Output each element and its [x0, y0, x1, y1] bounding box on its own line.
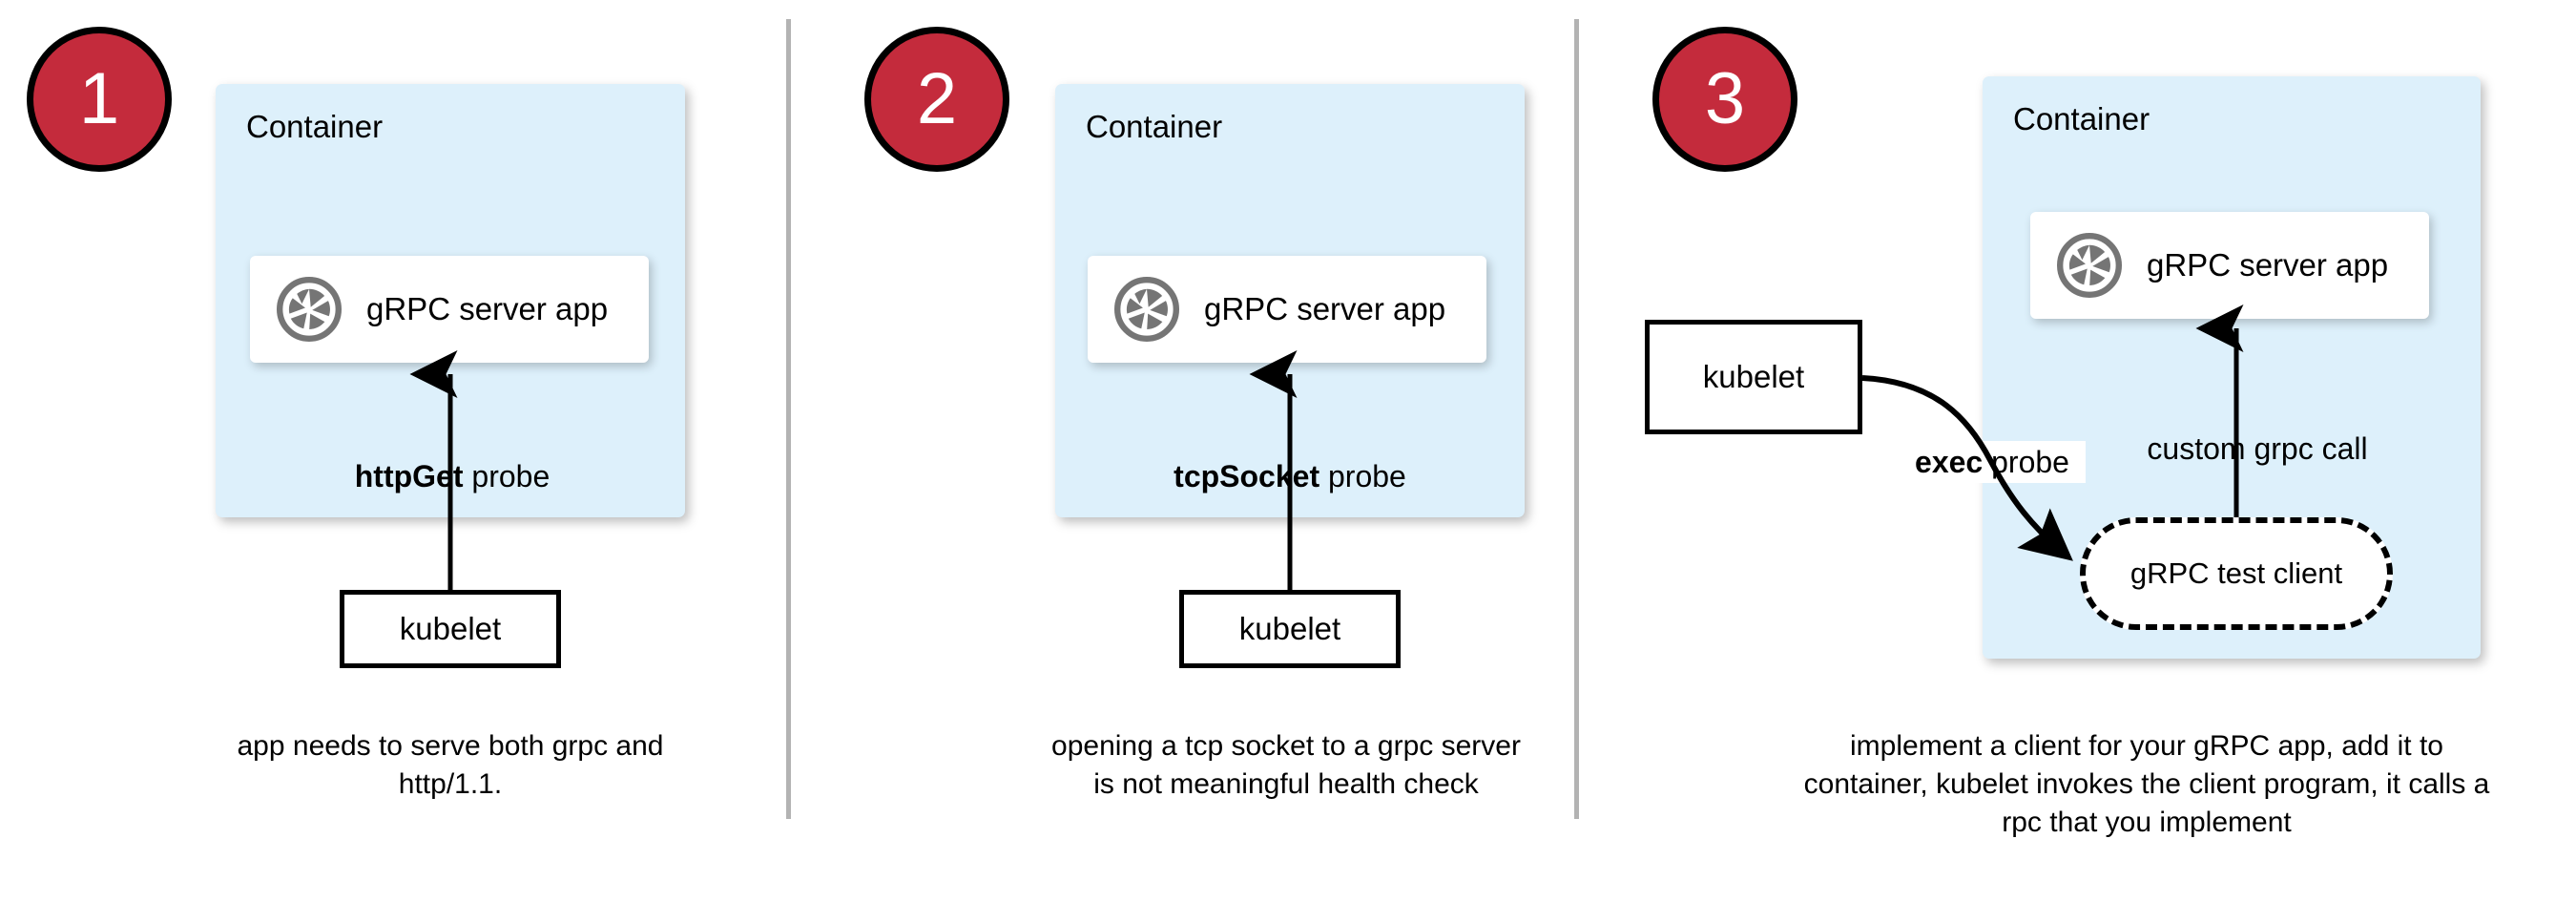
probe-label-1: httpGet probe — [342, 459, 563, 494]
probe-label-bold-1: httpGet — [354, 459, 464, 493]
panel-divider-2 — [1574, 19, 1579, 819]
probe-label-rest-2: probe — [1319, 459, 1406, 493]
container-label-3: Container — [2013, 101, 2150, 136]
probe-label-rest-1: probe — [463, 459, 551, 493]
grpc-test-client-pill: gRPC test client — [2080, 517, 2393, 630]
probe-label-2: tcpSocket probe — [1151, 459, 1429, 494]
panel-badge-1: 1 — [27, 27, 172, 172]
grpc-server-app-card-2: gRPC server app — [1088, 256, 1486, 363]
panel-caption-3: implement a client for your gRPC app, ad… — [1803, 730, 2490, 838]
grpc-server-app-label-3: gRPC server app — [2147, 247, 2389, 283]
custom-grpc-call-label-mask — [2116, 430, 2399, 472]
grpc-server-app-label-1: gRPC server app — [366, 291, 609, 326]
probe-label-bold-2: tcpSocket — [1174, 459, 1320, 493]
grpc-logo-icon — [1114, 277, 1179, 342]
grpc-server-app-card-3: gRPC server app — [2030, 212, 2429, 319]
container-label-1: Container — [246, 109, 384, 144]
panel-badge-2: 2 — [864, 27, 1009, 172]
custom-grpc-call-label: custom grpc call — [2147, 431, 2368, 466]
grpc-logo-icon — [277, 277, 342, 342]
container-label-2: Container — [1086, 109, 1223, 144]
panel-caption-1: app needs to serve both grpc and http/1.… — [237, 730, 664, 800]
kubelet-box-2: kubelet — [1179, 590, 1401, 668]
exec-probe-label-rest: probe — [1983, 445, 2069, 479]
grpc-server-app-card-1: gRPC server app — [250, 256, 649, 363]
grpc-server-app-label-2: gRPC server app — [1204, 291, 1446, 326]
panel-caption-2: opening a tcp socket to a grpc server is… — [1051, 730, 1521, 800]
kubelet-box-1: kubelet — [340, 590, 561, 668]
panel-divider-1 — [786, 19, 791, 819]
exec-probe-label-bold: exec — [1915, 445, 1984, 479]
panel-badge-3: 3 — [1652, 27, 1797, 172]
grpc-logo-icon — [2057, 233, 2122, 298]
kubelet-box-3: kubelet — [1645, 320, 1862, 434]
exec-probe-label: exec probe — [1897, 445, 2088, 480]
